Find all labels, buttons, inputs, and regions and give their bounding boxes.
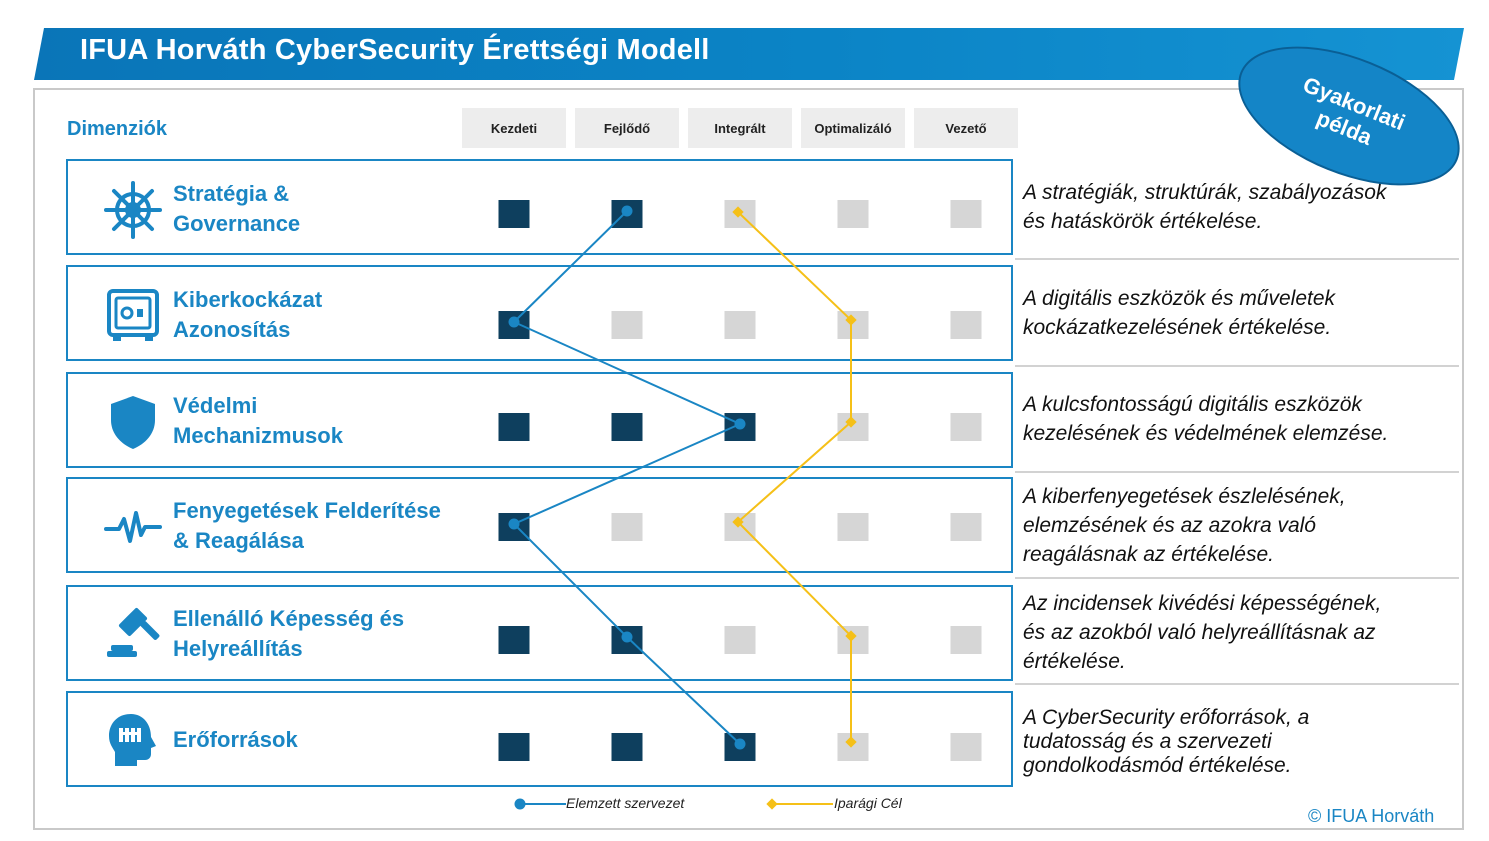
description-separator (1015, 365, 1459, 367)
description-separator (1015, 471, 1459, 473)
level-header-vezeto: Vezető (914, 108, 1018, 148)
title-banner (34, 28, 1464, 80)
copyright: © IFUA Horváth (1308, 806, 1435, 826)
level-header-integralt: Integrált (688, 108, 792, 148)
dimension-title-resources: Erőforrások (173, 727, 298, 752)
page-title: IFUA Horváth CyberSecurity Érettségi Mod… (80, 34, 710, 66)
dimension-title-threat-detection: Fenyegetések Felderítése& Reagálása (173, 498, 441, 553)
content-frame (33, 88, 1464, 830)
level-header-kezdeti: Kezdeti (462, 108, 566, 148)
heartbeat-icon (104, 511, 162, 543)
shield-icon (111, 396, 155, 449)
description-separator (1015, 577, 1459, 579)
safe-icon (107, 289, 159, 341)
level-header-optimalizalo: Optimalizáló (801, 108, 905, 148)
description-separator (1015, 258, 1459, 260)
legend-label-analyzed: Elemzett szervezet (566, 795, 685, 811)
level-header-fejlodo: Fejlődő (575, 108, 679, 148)
gavel-icon (107, 607, 160, 657)
description-separator (1015, 683, 1459, 685)
head-brain-icon (109, 714, 156, 766)
dimensions-label: Dimenziók (67, 118, 168, 140)
ship-wheel-icon (104, 181, 162, 239)
dimension-title-strategy: Stratégia &Governance (173, 181, 301, 236)
description-threat-detection: A kiberfenyegetések észlelésének,elemzés… (1023, 485, 1346, 566)
description-resilience: Az incidensek kivédési képességének,és a… (1023, 592, 1382, 673)
legend-label-target: Iparági Cél (834, 795, 902, 811)
